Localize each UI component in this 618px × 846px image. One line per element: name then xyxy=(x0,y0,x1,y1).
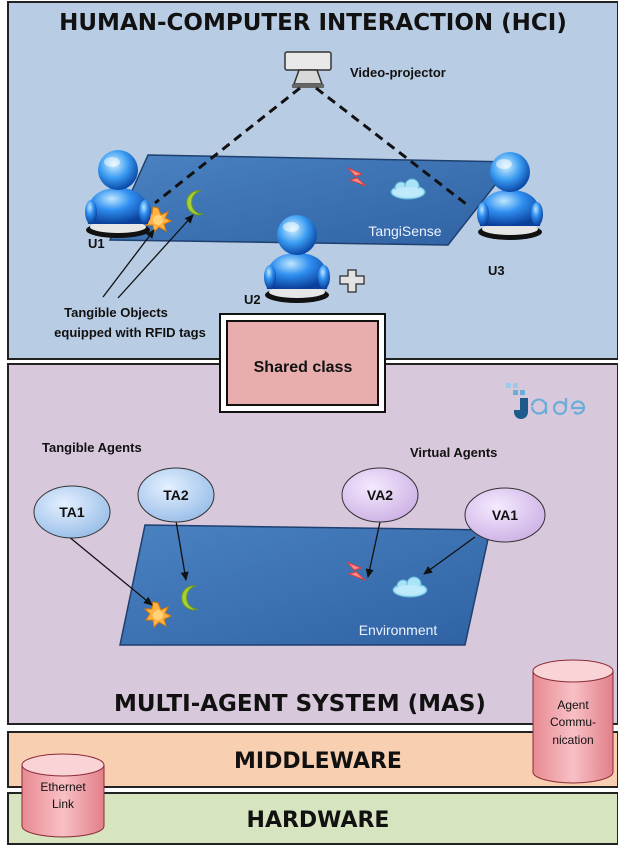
projection-line-right xyxy=(315,86,471,209)
ethernet-link-line2: Link xyxy=(52,797,75,811)
agent-communication-line2: Commu- xyxy=(550,715,596,729)
mas-title: MULTI-AGENT SYSTEM (MAS) xyxy=(114,691,486,717)
va2-arrow xyxy=(365,521,381,578)
jade-logo xyxy=(506,383,586,419)
agent-va2 xyxy=(341,467,419,523)
agent-ta2-label: TA2 xyxy=(163,487,189,503)
tangible-objects-caption-line1: Tangible Objects xyxy=(64,305,168,320)
environment-table xyxy=(119,524,491,646)
agent-ta2 xyxy=(137,467,215,523)
middleware-panel xyxy=(7,731,618,788)
tangible-objects-caption-line2: equipped with RFID tags xyxy=(54,325,206,340)
virtual-agents-label: Virtual Agents xyxy=(410,445,497,460)
agent-va1 xyxy=(464,487,546,543)
user-u1-label: U1 xyxy=(88,236,105,251)
ta2-arrow xyxy=(175,520,189,581)
ethernet-link-line1: Ethernet xyxy=(40,780,86,794)
va1-arrow xyxy=(423,536,476,575)
agent-ta1 xyxy=(33,485,111,539)
ta1-arrow xyxy=(67,535,153,606)
hardware-panel xyxy=(7,792,618,845)
video-projector-label: Video-projector xyxy=(350,65,446,80)
agent-communication-line3: nication xyxy=(552,733,593,747)
puzzle-piece-icon xyxy=(339,269,365,293)
agent-communication-line1: Agent xyxy=(557,698,589,712)
agent-communication-cylinder xyxy=(532,659,614,784)
environment-label: Environment xyxy=(359,622,438,638)
user-u2-label: U2 xyxy=(244,292,261,307)
ethernet-link-cylinder xyxy=(21,753,105,838)
middleware-title: MIDDLEWARE xyxy=(234,749,402,774)
agent-va1-label: VA1 xyxy=(492,507,518,523)
shared-class-label: Shared class xyxy=(254,359,353,376)
agent-ta1-label: TA1 xyxy=(59,504,85,520)
user-u3-label: U3 xyxy=(488,263,505,278)
tangisense-label: TangiSense xyxy=(368,223,441,239)
objects-arrow-moon xyxy=(117,214,194,299)
agent-va2-label: VA2 xyxy=(367,487,393,503)
hci-title: HUMAN-COMPUTER INTERACTION (HCI) xyxy=(59,10,567,36)
objects-arrow-sun xyxy=(102,229,155,298)
shared-class-box xyxy=(219,313,386,413)
tangible-agents-label: Tangible Agents xyxy=(42,440,142,455)
hardware-title: HARDWARE xyxy=(247,808,390,833)
projection-line-left xyxy=(154,86,301,205)
video-projector-icon xyxy=(284,51,332,88)
